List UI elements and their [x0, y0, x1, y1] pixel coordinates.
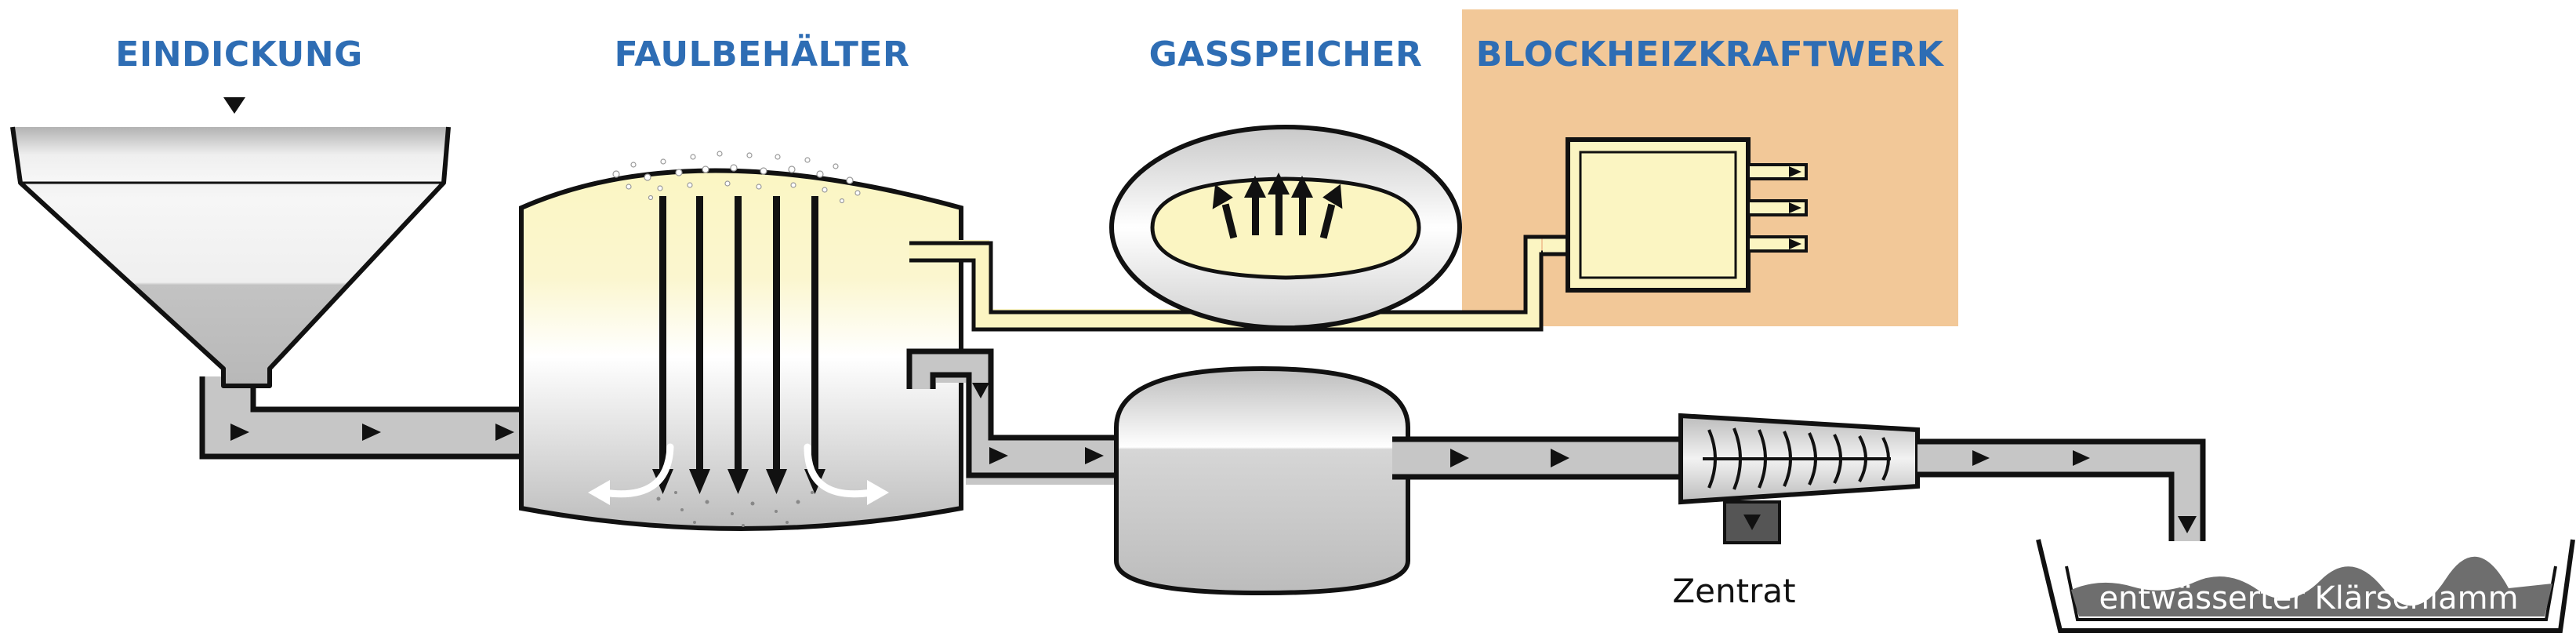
screw-conveyor-icon: [1707, 427, 1890, 490]
centrate-label: Zentrat: [1672, 572, 1795, 610]
title-chp-plant: BLOCKHEIZKRAFTWERK: [1476, 35, 1945, 75]
flow-arrow-icon: [362, 424, 381, 441]
decanter-centrifuge: [1678, 413, 1920, 544]
energy-output-arrows-icon: [1747, 163, 1808, 253]
mixing-arrows-icon: [652, 196, 825, 494]
sludge-outlet-pipe: [1917, 438, 2206, 541]
sludge-container: entwässerter Klärschlamm: [2036, 539, 2575, 633]
flow-arrow-icon: [1972, 450, 1990, 466]
flow-arrow-icon: [495, 424, 514, 441]
flow-arrow-icon: [1551, 449, 1569, 467]
settling-tank: [1114, 365, 1410, 596]
settler-outlet-pipe: [1392, 436, 1681, 480]
chp-unit: [1566, 137, 1808, 293]
digester-tank: [519, 151, 963, 531]
flow-arrow-icon: [2073, 450, 2090, 466]
gas-storage-dome: [1109, 125, 1462, 330]
flow-arrow-icon: [1450, 449, 1469, 467]
gas-rising-arrows-icon: [1212, 173, 1343, 239]
feed-pipe: [199, 376, 570, 460]
flow-arrow-icon: [989, 447, 1008, 464]
gas-bubbles: [612, 151, 861, 204]
digester-outlet-pipe: [906, 348, 1116, 485]
flow-arrow-icon: [972, 383, 989, 398]
flow-arrow-icon: [1085, 447, 1104, 464]
dewatered-sludge-label: entwässerter Klärschlamm: [2099, 580, 2518, 616]
sediment-dots: [656, 491, 814, 527]
flow-arrow-icon: [1743, 515, 1761, 530]
title-thickening: EINDICKUNG: [115, 35, 362, 75]
flow-arrow-icon: [230, 424, 249, 441]
circulation-arrows-icon: [600, 443, 876, 498]
thickening-hopper: [10, 97, 451, 388]
title-gas-storage: GASSPEICHER: [1149, 35, 1423, 75]
inlet-marker-icon: [223, 97, 245, 114]
title-digester: FAULBEHÄLTER: [615, 33, 910, 75]
flow-arrow-icon: [2178, 516, 2197, 533]
